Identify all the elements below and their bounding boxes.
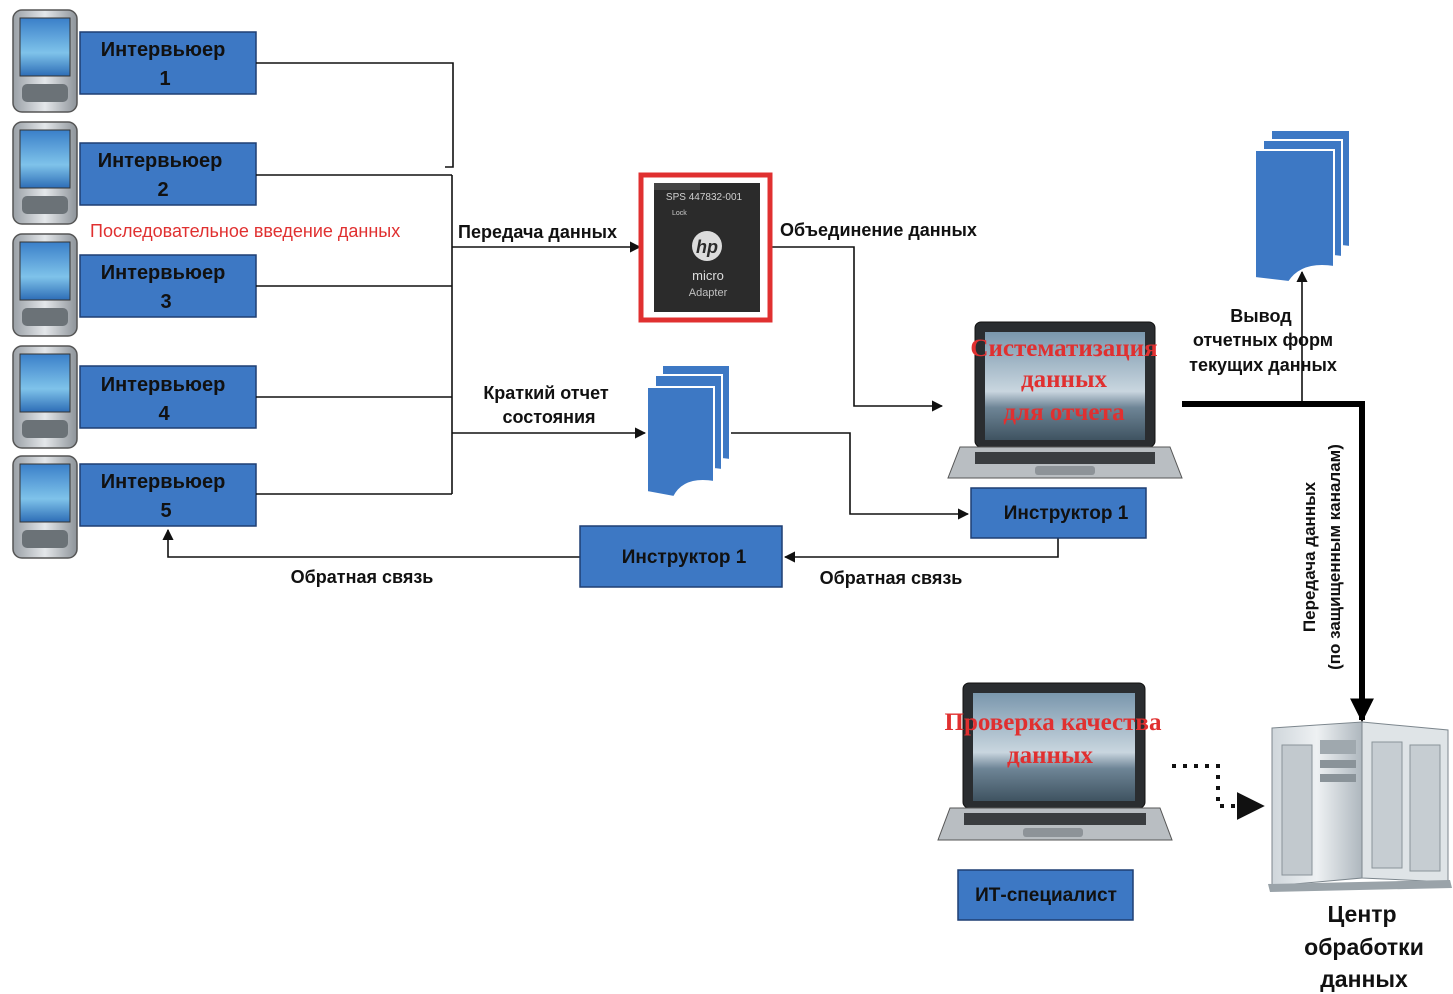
documents-icon xyxy=(646,364,731,499)
brief-report-label-2: состояния xyxy=(502,407,595,427)
interviewer-box-2: Интервьюер 2 xyxy=(79,142,257,206)
documents-icon xyxy=(1254,129,1351,284)
instructor-mid-box: Инструктор 1 xyxy=(579,525,783,588)
data-merge-label: Объединение данных xyxy=(780,220,977,240)
output-label-2: отчетных форм xyxy=(1193,330,1333,350)
interviewer-number: 3 xyxy=(160,291,171,313)
laptop-top-line2: данных xyxy=(1021,366,1107,393)
laptop-bottom-caption: Проверка качества данных xyxy=(945,709,1162,769)
laptop-icon xyxy=(947,321,1183,479)
data-transfer-label: Передача данных xyxy=(458,222,617,242)
it-specialist-label: ИТ-специалист xyxy=(975,885,1117,906)
brief-report-label-1: Краткий отчет xyxy=(483,383,609,403)
interviewer-box-5: Интервьюер 5 xyxy=(79,463,257,527)
interviewer-box-1: Интервьюер 1 xyxy=(79,31,257,95)
instructor-right-label: Инструктор 1 xyxy=(1004,503,1129,524)
pda-icon xyxy=(12,345,78,449)
interviewer-title: Интервьюер xyxy=(98,150,223,172)
server-icon xyxy=(1268,721,1452,892)
laptop-top-line1: Систематизация xyxy=(970,335,1157,362)
instructor-mid-label: Инструктор 1 xyxy=(622,547,747,568)
laptop-bottom-line1: Проверка качества xyxy=(945,709,1162,736)
interviewer-title: Интервьюер xyxy=(101,374,226,396)
center-label-2: обработки xyxy=(1304,934,1424,960)
secure-transfer-label-1: Передача данных xyxy=(1300,481,1319,632)
secure-transfer-label-2: (по защищенным каналам) xyxy=(1325,444,1344,670)
sd-card-brand: hp xyxy=(696,237,718,257)
interviewer-number: 2 xyxy=(157,179,168,201)
connectors xyxy=(162,62,1308,820)
instructor-right-box: Инструктор 1 xyxy=(970,487,1147,539)
laptop-bottom-line2: данных xyxy=(1007,742,1093,769)
laptop-top-caption: Систематизация данных для отчета xyxy=(970,335,1157,426)
sd-card-code: SPS 447832-001 xyxy=(666,192,743,203)
sd-card-adapter: Adapter xyxy=(689,287,728,299)
laptop-top-line3: для отчета xyxy=(1003,399,1125,426)
secure-transfer-line xyxy=(1182,401,1374,723)
interviewer-title: Интервьюер xyxy=(101,471,226,493)
sequential-entry-label: Последовательное введение данных xyxy=(90,221,400,241)
it-specialist-box: ИТ-специалист xyxy=(957,869,1134,921)
laptop-icon xyxy=(937,682,1173,841)
interviewer-title: Интервьюер xyxy=(101,262,226,284)
sd-card-micro: micro xyxy=(692,268,724,283)
sd-card-lock: Lock xyxy=(672,210,687,217)
output-label-3: текущих данных xyxy=(1189,355,1337,375)
pda-icon xyxy=(12,233,78,337)
output-label-1: Вывод xyxy=(1230,306,1292,326)
center-label-1: Центр xyxy=(1327,901,1396,927)
pda-icon xyxy=(12,121,78,225)
interviewer-title: Интервьюер xyxy=(101,39,226,61)
pda-icon xyxy=(12,455,78,559)
pda-icon xyxy=(12,9,78,113)
interviewer-box-4: Интервьюер 4 xyxy=(79,365,257,429)
interviewer-number: 4 xyxy=(158,403,170,425)
interviewer-box-3: Интервьюер 3 xyxy=(79,254,257,318)
feedback-right-label: Обратная связь xyxy=(820,568,963,588)
interviewer-number: 1 xyxy=(159,68,170,90)
feedback-left-label: Обратная связь xyxy=(291,567,434,587)
interviewer-number: 5 xyxy=(160,500,171,522)
sd-card-icon: SPS 447832-001 Lock hp micro Adapter xyxy=(638,172,773,323)
center-label-3: данных xyxy=(1320,966,1408,992)
